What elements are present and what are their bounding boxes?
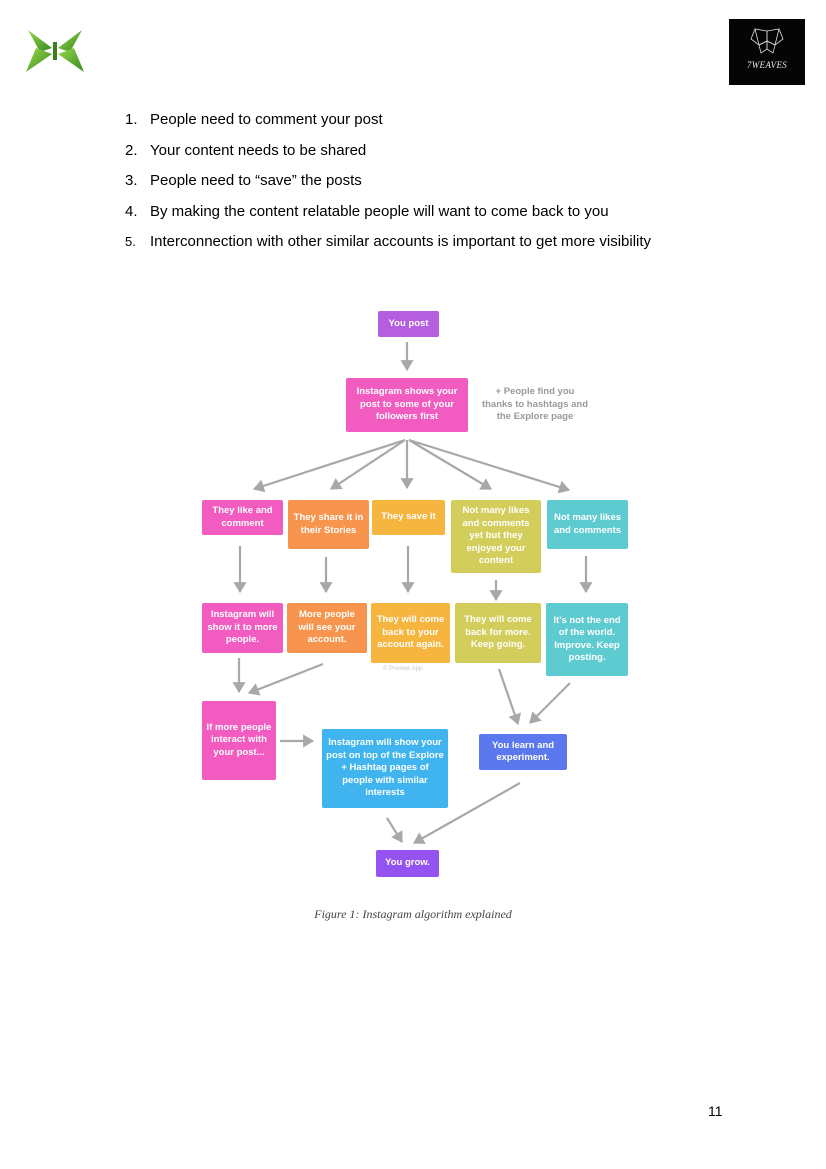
- flow-box-explore: Instagram will show your post on top of …: [322, 729, 448, 808]
- flow-box-not-end: It's not the end of the world. Improve. …: [546, 603, 628, 676]
- flow-box-come-back: They will come back to your account agai…: [371, 603, 450, 663]
- numbered-list: 1.People need to comment your post 2.You…: [125, 110, 651, 263]
- arrow: [330, 439, 406, 490]
- figure-caption: Figure 1: Instagram algorithm explained: [314, 907, 512, 921]
- flow-box-learn: You learn and experiment.: [479, 734, 567, 770]
- seven-weaves-logo-text: 7WEAVES: [746, 60, 788, 70]
- page-number: 11: [708, 1103, 723, 1119]
- flow-box-instagram-shows: Instagram shows your post to some of you…: [346, 378, 468, 432]
- flow-box-you-post: You post: [378, 311, 439, 337]
- arrow: [497, 668, 522, 726]
- flow-box-not-many: Not many likes and comments: [547, 500, 628, 549]
- arrow: [252, 438, 406, 493]
- flow-box-grow: You grow.: [376, 850, 439, 877]
- arrow: [529, 682, 571, 724]
- flow-box-save: They save it: [372, 500, 445, 535]
- flow-box-like-comment: They like and comment: [202, 500, 283, 535]
- arrow: [408, 438, 571, 494]
- flow-box-more-see: More people will see your account.: [287, 603, 367, 653]
- list-item: 3.People need to “save” the posts: [125, 172, 362, 190]
- flow-box-more-interact: If more people interact with your post..…: [202, 701, 276, 780]
- arrow: [413, 782, 521, 844]
- flow-box-show-more-people: Instagram will show it to more people.: [202, 603, 283, 653]
- seven-weaves-logo: 7WEAVES: [729, 19, 805, 85]
- list-item: 2.Your content needs to be shared: [125, 141, 367, 159]
- green-butterfly-logo-icon: [24, 28, 86, 74]
- arrow: [408, 439, 492, 490]
- list-item: 5.Interconnection with other similar acc…: [125, 233, 652, 251]
- list-item: 4.By making the content relatable people…: [125, 202, 609, 220]
- flow-box-not-many-enjoyed: Not many likes and comments yet but they…: [451, 500, 541, 573]
- preview-app-credit: © Preview App: [383, 666, 423, 672]
- arrow: [247, 662, 324, 696]
- flow-box-keep-going: They will come back for more. Keep going…: [455, 603, 541, 663]
- hashtags-note: + People find you thanks to hashtags and…: [481, 386, 589, 422]
- arrow: [386, 817, 403, 843]
- list-item: 1.People need to comment your post: [125, 111, 383, 128]
- flow-box-share-stories: They share it in their Stories: [288, 500, 369, 549]
